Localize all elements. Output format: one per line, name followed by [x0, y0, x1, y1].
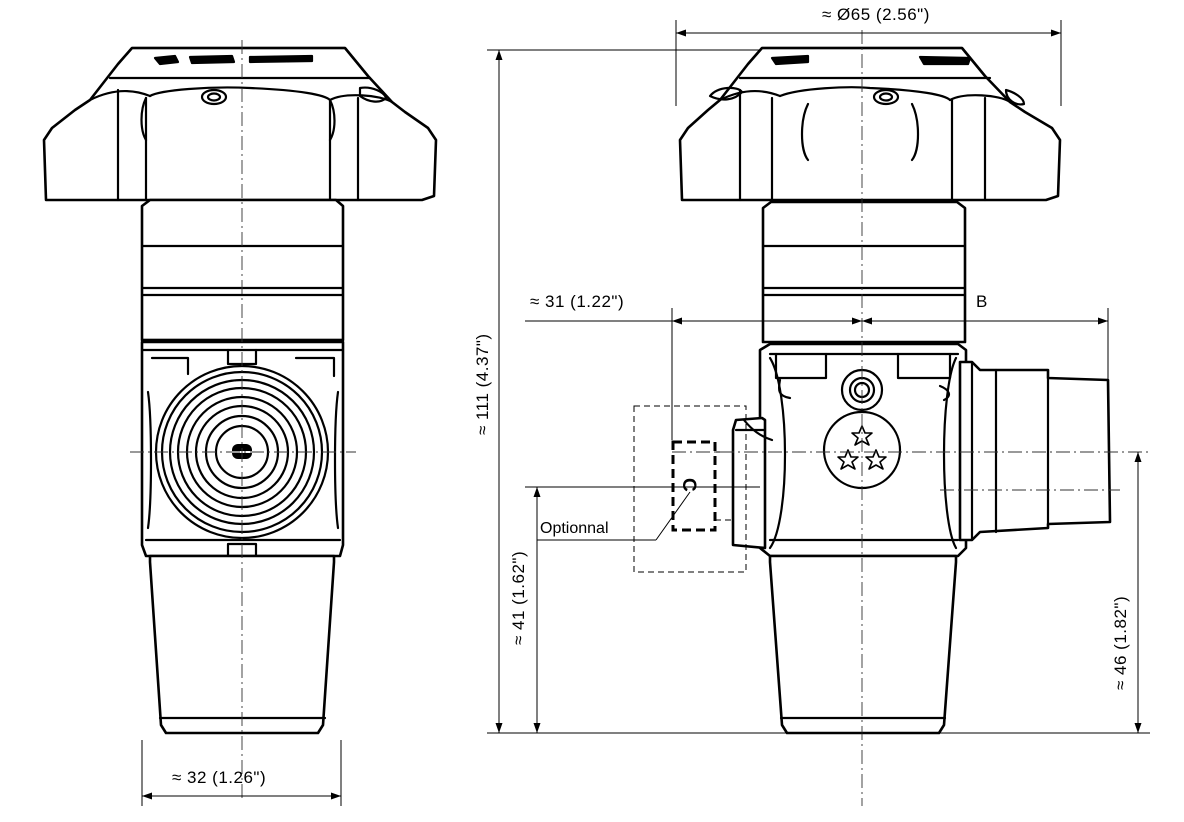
star-icon	[865, 449, 887, 470]
dim-31-label: ≈ 31 (1.22")	[530, 292, 624, 311]
front-view	[42, 40, 438, 800]
front-body	[140, 340, 345, 558]
front-bonnet	[140, 198, 345, 342]
optional-label: Optionnal	[540, 520, 609, 537]
side-outlet	[958, 360, 1112, 542]
dim-41-label: ≈ 41 (1.62")	[509, 551, 528, 645]
dim-32-label: ≈ 32 (1.26")	[172, 768, 266, 787]
dimension-lines	[141, 20, 1150, 806]
side-bonnet	[761, 200, 967, 344]
side-view	[633, 30, 1150, 806]
side-left-boss	[731, 416, 774, 550]
star-icon	[837, 449, 859, 470]
dim-111-label: ≈ 111 (4.37")	[473, 333, 492, 435]
c-label: C	[678, 478, 699, 492]
dim-diameter-label: ≈ Ø65 (2.56")	[822, 5, 930, 24]
dim-b-label: B	[976, 292, 988, 311]
side-handwheel	[678, 46, 1062, 202]
front-handwheel	[42, 46, 438, 202]
side-body	[758, 342, 968, 558]
dim-46-label: ≈ 46 (1.82")	[1111, 596, 1130, 690]
side-stem	[768, 554, 958, 735]
